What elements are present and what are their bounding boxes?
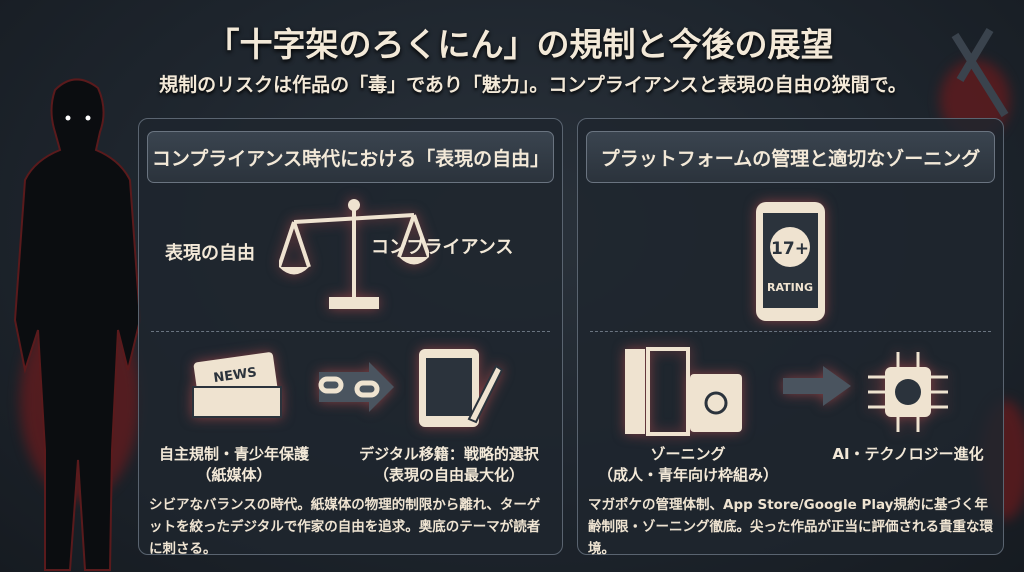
page-title: 「十字架のろくにん」の規制と今後の展望 <box>206 25 834 64</box>
divider <box>151 331 550 332</box>
label-line: （表現の自由最大化） <box>373 466 524 484</box>
divider <box>590 331 991 332</box>
svg-text:NEWS: NEWS <box>213 365 258 386</box>
right-panel: プラットフォームの管理と適切なゾーニング 17+ RATING ゾーニング （成人… <box>577 118 1004 557</box>
cross-icon <box>951 27 1009 118</box>
right-panel-heading: プラットフォームの管理と適切なゾーニング <box>586 131 995 183</box>
tablet-pen-icon <box>419 349 504 427</box>
balance-scale-icon <box>279 199 429 309</box>
left-panel-heading: コンプライアンス時代における「表現の自由」 <box>147 131 554 183</box>
left-panel: コンプライアンス時代における「表現の自由」 表現の自由 コンプライアンス NEW… <box>138 118 563 557</box>
digital-transfer-label: デジタル移籍：戦略的選択 （表現の自由最大化） <box>349 444 549 486</box>
scale-label-freedom: 表現の自由 <box>165 243 255 264</box>
ai-technology-label: AI・テクノロジー進化 <box>832 445 984 463</box>
character-silhouette <box>13 78 142 571</box>
label-line: 自主規制・青少年保護 <box>158 445 309 463</box>
zoning-gate-safe-icon <box>625 347 742 436</box>
page-subtitle: 規制のリスクは作品の「毒」であり「魅力」。コンプライアンスと表現の自由の狭間で。 <box>159 74 907 96</box>
ai-chip-brain-icon <box>868 352 948 432</box>
broken-chain-arrow-icon <box>318 362 394 412</box>
label-line: ゾーニング <box>650 445 726 463</box>
phone-rating-icon: 17+ RATING <box>756 202 825 321</box>
scale-label-compliance: コンプライアンス <box>371 237 514 258</box>
paper-self-regulation-label: 自主規制・青少年保護 （紙媒体） <box>149 444 319 486</box>
newspaper-icon: NEWS <box>192 352 282 418</box>
left-panel-description: シビアなバランスの時代。紙媒体の物理的制限から離れ、ターゲットを絞ったデジタルで… <box>149 497 541 557</box>
label-line: デジタル移籍：戦略的選択 <box>359 445 539 463</box>
label-line: （成人・青年向け枠組み） <box>597 466 778 484</box>
label-line: （紙媒体） <box>196 466 272 484</box>
arrow-right-icon <box>783 366 851 406</box>
right-panel-description: マガポケの管理体制、App Store/Google Play規約に基づく年齢制… <box>588 497 993 557</box>
zoning-label: ゾーニング （成人・青年向け枠組み） <box>583 444 793 486</box>
svg-text:RATING: RATING <box>767 281 813 294</box>
svg-text:17+: 17+ <box>771 239 809 259</box>
